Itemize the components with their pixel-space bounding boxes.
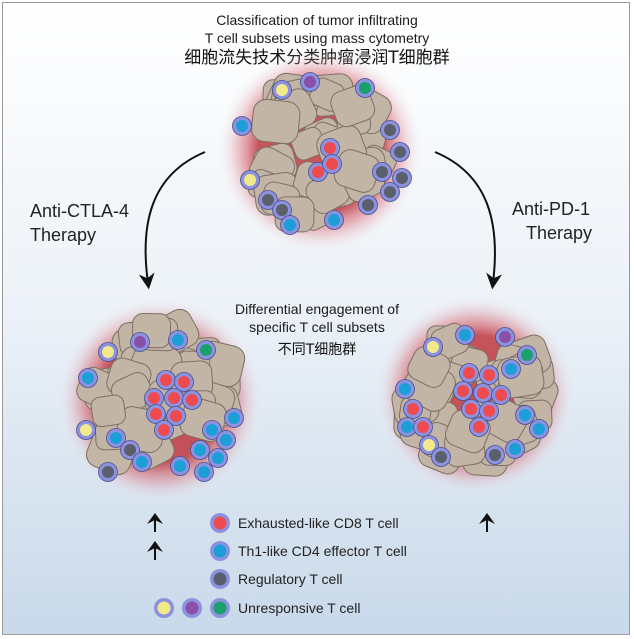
t-cell — [431, 447, 451, 467]
legend-label-regulatory: Regulatory T cell — [238, 571, 343, 587]
middle-line-1: Differential engagement of — [235, 301, 399, 317]
t-cell — [324, 210, 344, 230]
header-line-1: Classification of tumor infiltrating — [216, 12, 418, 28]
t-cell — [479, 401, 499, 421]
t-cell — [144, 388, 164, 408]
right-therapy-line-1: Anti-PD-1 — [512, 199, 591, 219]
t-cell — [224, 408, 244, 428]
t-cell — [403, 399, 423, 419]
t-cell — [479, 365, 499, 385]
t-cell — [300, 72, 320, 92]
t-cell — [98, 462, 118, 482]
t-cell — [469, 417, 489, 437]
t-cell — [132, 452, 152, 472]
left-therapy-line-1: Anti-CTLA-4 — [30, 201, 130, 221]
top-tumor — [232, 72, 412, 235]
t-cell — [202, 420, 222, 440]
t-cell — [98, 342, 118, 362]
t-cell — [501, 359, 521, 379]
t-cell — [190, 440, 210, 460]
t-cell — [453, 381, 473, 401]
t-cell — [529, 419, 549, 439]
t-cell — [208, 448, 228, 468]
legend-swatch-regulatory — [210, 569, 230, 589]
t-cell — [473, 383, 493, 403]
t-cell — [168, 330, 188, 350]
t-cell — [76, 420, 96, 440]
t-cell — [517, 345, 537, 365]
left-tumor-after-anti-ctla-4 — [76, 308, 246, 482]
t-cell — [423, 337, 443, 357]
t-cell — [455, 325, 475, 345]
left-curved-arrow — [138, 151, 206, 290]
t-cell — [272, 80, 292, 100]
legend-swatch-unresponsive-purple — [182, 598, 202, 618]
t-cell — [390, 142, 410, 162]
right-therapy-line-2: Therapy — [526, 223, 593, 243]
t-cell — [216, 430, 236, 450]
t-cell — [232, 116, 252, 136]
t-cell — [491, 385, 511, 405]
up-arrow-th1-left — [147, 541, 163, 560]
t-cell — [280, 215, 300, 235]
t-cell — [397, 417, 417, 437]
t-cell — [380, 120, 400, 140]
t-cell — [485, 445, 505, 465]
t-cell — [106, 428, 126, 448]
t-cell — [419, 435, 439, 455]
t-cell — [372, 162, 392, 182]
t-cell — [120, 440, 140, 460]
t-cell — [380, 182, 400, 202]
up-arrow-exhausted-left — [147, 513, 163, 532]
t-cell — [515, 405, 535, 425]
t-cell — [78, 368, 98, 388]
t-cell — [461, 399, 481, 419]
middle-line-2: specific T cell subsets — [249, 319, 385, 335]
t-cell — [322, 154, 342, 174]
t-cell — [395, 379, 415, 399]
legend-label-th1: Th1-like CD4 effector T cell — [238, 543, 407, 559]
t-cell — [130, 332, 150, 352]
legend-label-exhausted: Exhausted-like CD8 T cell — [238, 515, 399, 531]
t-cell — [154, 420, 174, 440]
t-cell — [355, 78, 375, 98]
t-cell — [392, 168, 412, 188]
t-cell — [170, 456, 190, 476]
t-cell — [258, 190, 278, 210]
up-arrow-exhausted-right — [479, 513, 495, 532]
legend-swatch-unresponsive-yellow — [154, 598, 174, 618]
right-curved-arrow — [434, 151, 503, 290]
t-cell — [459, 363, 479, 383]
t-cell — [156, 370, 176, 390]
t-cell — [174, 372, 194, 392]
t-cell — [196, 340, 216, 360]
t-cell — [413, 417, 433, 437]
t-cell — [495, 327, 515, 347]
t-cell — [146, 404, 166, 424]
t-cell — [240, 170, 260, 190]
middle-chinese: 不同T细胞群 — [277, 342, 357, 358]
legend-swatch-exhausted — [210, 513, 230, 533]
header-line-2: T cell subsets using mass cytometry — [204, 30, 430, 46]
legend-label-unresponsive: Unresponsive T cell — [238, 600, 361, 616]
tumor-cell — [251, 98, 301, 145]
t-cell — [166, 406, 186, 426]
right-tumor-after-anti-pd-1 — [391, 322, 559, 477]
t-cell — [182, 390, 202, 410]
t-cell — [505, 439, 525, 459]
tumor-cell — [90, 394, 126, 428]
t-cell — [194, 462, 214, 482]
legend-swatch-th1 — [210, 541, 230, 561]
t-cell — [272, 200, 292, 220]
left-therapy-line-2: Therapy — [30, 225, 97, 245]
t-cell — [358, 195, 378, 215]
t-cell — [164, 388, 184, 408]
legend-swatch-unresponsive-green — [210, 598, 230, 618]
